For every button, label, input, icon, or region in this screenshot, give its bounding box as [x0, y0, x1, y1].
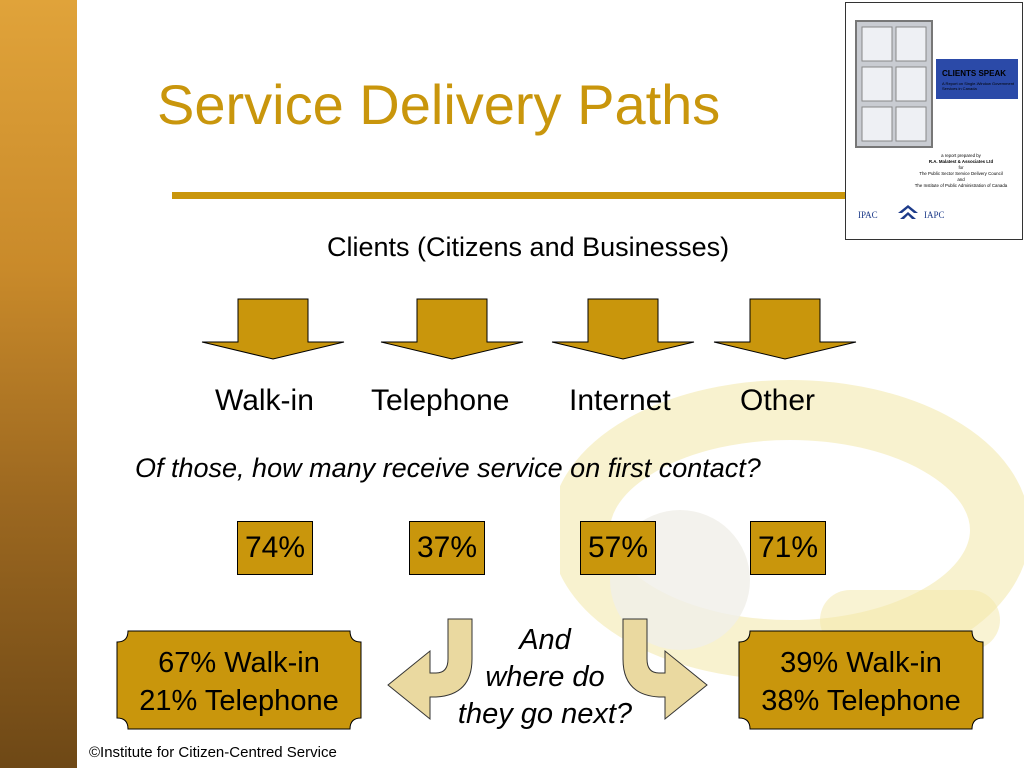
down-arrow-internet [551, 298, 695, 360]
left-result-plaque: 67% Walk-in 21% Telephone [116, 630, 362, 730]
left-plaque-line: 67% Walk-in [158, 647, 320, 679]
channel-label-telephone: Telephone [371, 384, 510, 417]
right-plaque-line: 38% Telephone [761, 685, 961, 717]
next-step-line: they go next? [457, 698, 633, 730]
cover-credit-line: R.A. Malatest & Associates Ltd [928, 159, 994, 164]
left-plaque-shape [116, 630, 362, 730]
first-contact-pct-other: 71% [750, 521, 826, 575]
slide-title: Service Delivery Paths [157, 73, 721, 136]
title-underline [172, 192, 852, 199]
down-arrow-other [713, 298, 857, 360]
cover-credit-line: a report prepared by [941, 153, 981, 158]
cover-title: CLIENTS SPEAK [942, 69, 1007, 78]
cover-credit-line: The Public Sector Service Delivery Counc… [919, 171, 1003, 176]
cover-credit-line: for [958, 165, 964, 170]
channel-label-internet: Internet [569, 384, 671, 417]
right-result-plaque: 39% Walk-in 38% Telephone [738, 630, 984, 730]
cover-credit-line: The Institute of Public Administration o… [914, 183, 1008, 188]
copyright-footer: ©Institute for Citizen-Centred Service [89, 744, 337, 761]
first-contact-pct-walk-in: 74% [237, 521, 313, 575]
channel-label-walk-in: Walk-in [215, 384, 314, 417]
report-cover-image: CLIENTS SPEAK A Report on Single-Window … [845, 2, 1023, 240]
iapc-logo-text: IAPC [924, 210, 945, 220]
ipac-seal-icon [898, 205, 918, 219]
left-plaque-line: 21% Telephone [139, 685, 339, 717]
right-plaque-shape [738, 630, 984, 730]
next-step-line: where do [485, 661, 605, 693]
channel-label-other: Other [740, 384, 816, 417]
decorative-sidebar [0, 0, 77, 768]
down-arrow-walk-in [201, 298, 345, 360]
clients-heading: Clients (Citizens and Businesses) [327, 232, 730, 262]
window-illustration [855, 20, 933, 148]
curved-arrow-left [387, 618, 473, 721]
first-contact-question: Of those, how many receive service on fi… [135, 453, 761, 483]
first-contact-pct-telephone: 37% [409, 521, 485, 575]
next-step-question: And where do they go next? [440, 622, 650, 733]
cover-credits: a report prepared by R.A. Malatest & Ass… [906, 153, 1016, 189]
cover-credit-line: and [957, 177, 965, 182]
next-step-line: And [519, 624, 571, 656]
down-arrow-telephone [380, 298, 524, 360]
right-plaque-line: 39% Walk-in [780, 647, 942, 679]
curved-arrow-right [622, 618, 708, 721]
cover-subtitle: A Report on Single-Window Government Ser… [942, 81, 1015, 91]
cover-title-band [936, 59, 1018, 99]
ipac-logo-text: IPAC [858, 210, 878, 220]
first-contact-pct-internet: 57% [580, 521, 656, 575]
